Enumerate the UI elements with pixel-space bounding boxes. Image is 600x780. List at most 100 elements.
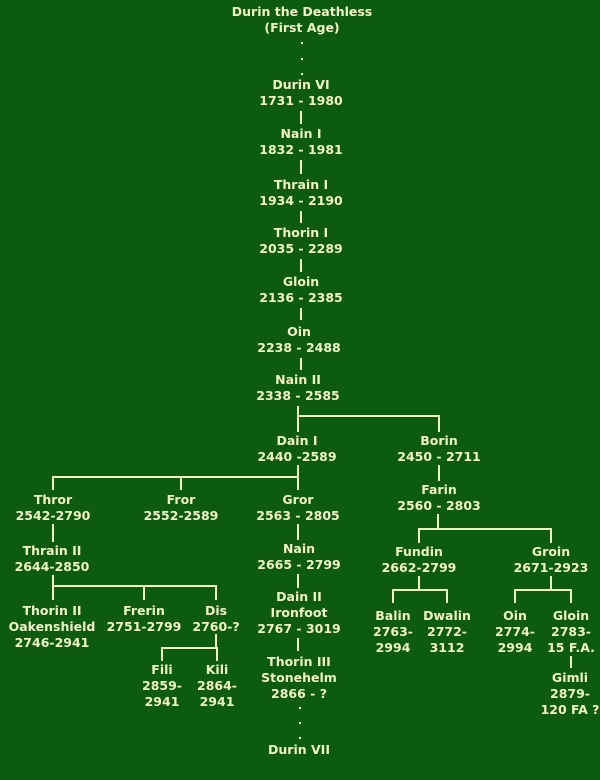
node-name: Farin: [421, 482, 457, 497]
node-dates: 2662-2799: [381, 560, 457, 575]
node-nain: Nain 2665 - 2799: [257, 541, 340, 573]
node-name: Gimli: [551, 670, 589, 685]
node-dates: 2767 - 3019: [257, 621, 341, 636]
connector-line: [300, 308, 302, 320]
node-thror: Thror 2542-2790: [16, 492, 91, 524]
node-name: Borin: [420, 433, 458, 448]
node-name: Fili: [151, 662, 173, 677]
node-dates: 2866 - ?: [271, 686, 327, 701]
node-dates: 2941: [144, 694, 180, 709]
node-dates: 2746-2941: [14, 635, 90, 650]
node-name: Fundin: [395, 544, 443, 559]
node-name: Frerin: [123, 603, 165, 618]
connector-line: [300, 259, 302, 272]
ellipsis-dot: [301, 58, 303, 60]
node-gror: Gror 2563 - 2805: [256, 492, 339, 524]
connector-line: [570, 656, 572, 668]
connector-line: [438, 465, 440, 481]
node-dates: (First Age): [264, 20, 340, 35]
node-dain-ii: Dain II Ironfoot 2767 - 3019: [257, 589, 340, 637]
connector-line: [514, 589, 572, 591]
connector-line: [300, 358, 302, 370]
node-dates: 2774-: [495, 624, 535, 639]
node-dates: 2859-: [142, 678, 182, 693]
node-thrain-i: Thrain I 1934 - 2190: [259, 177, 342, 209]
node-dates: 2552-2589: [143, 508, 219, 523]
connector-line: [297, 638, 299, 651]
connector-line: [143, 585, 145, 600]
node-name: Nain: [282, 541, 316, 556]
connector-line: [437, 514, 439, 530]
node-name: Nain II: [275, 372, 321, 387]
node-epithet: Ironfoot: [270, 605, 328, 620]
connector-line: [52, 476, 299, 478]
node-farin: Farin 2560 - 2803: [397, 482, 480, 514]
node-name: Durin the Deathless: [231, 4, 373, 19]
node-name: Dis: [204, 603, 228, 618]
node-name: Oin: [503, 608, 527, 623]
connector-line: [52, 585, 217, 587]
node-dates: 1934 - 2190: [259, 193, 343, 208]
node-name: Durin VI: [272, 77, 330, 92]
connector-line: [300, 160, 302, 174]
connector-line: [446, 589, 448, 603]
node-name: Thrain I: [273, 177, 329, 192]
connector-line: [300, 111, 302, 124]
node-name: Thror: [33, 492, 73, 507]
node-fili: Fili 2859- 2941: [142, 662, 182, 710]
node-dates: 2864-: [197, 678, 237, 693]
connector-line: [392, 589, 448, 591]
connector-line: [392, 589, 394, 603]
node-name: Nain I: [280, 126, 322, 141]
node-fror: Fror 2552-2589: [144, 492, 219, 524]
connector-line: [550, 576, 552, 591]
node-dates: 2665 - 2799: [257, 557, 341, 572]
connector-line: [297, 415, 440, 417]
connector-line: [215, 634, 217, 649]
node-name: Dain II: [276, 589, 322, 604]
connector-line: [438, 415, 440, 432]
node-dwalin: Dwalin 2772- 3112: [423, 608, 471, 656]
node-durin-vii: Durin VII: [268, 742, 330, 758]
node-dates: 2560 - 2803: [397, 498, 481, 513]
node-name: Thrain II: [22, 543, 82, 558]
connector-line: [550, 528, 552, 543]
node-dates: 2563 - 2805: [256, 508, 340, 523]
node-dates: 2136 - 2385: [259, 290, 343, 305]
connector-line: [300, 211, 302, 223]
connector-line: [418, 528, 420, 543]
connector-line: [418, 528, 552, 530]
node-dates: 2783-: [551, 624, 591, 639]
node-nain-i: Nain I 1832 - 1981: [259, 126, 342, 158]
node-name: Gloin: [552, 608, 590, 623]
node-dates: 2760-?: [192, 619, 240, 634]
connector-line: [52, 476, 54, 490]
node-dates: 2751-2799: [106, 619, 182, 634]
node-dates: 1731 - 1980: [259, 93, 343, 108]
node-name: Oin: [287, 324, 311, 339]
node-name: Dain I: [276, 433, 318, 448]
connector-line: [297, 406, 299, 432]
connector-line: [418, 576, 420, 591]
ellipsis-dot: [301, 73, 303, 75]
node-kili: Kili 2864- 2941: [197, 662, 237, 710]
node-gimli: Gimli 2879- 120 FA ?: [541, 670, 600, 718]
node-name: Kili: [205, 662, 229, 677]
ellipsis-dot: [299, 707, 301, 709]
node-dates: 120 FA ?: [540, 702, 600, 717]
node-dates: 2440 -2589: [257, 449, 337, 464]
node-name: Thorin II: [22, 603, 82, 618]
node-dates: 2879-: [550, 686, 590, 701]
node-dates: 2338 - 2585: [256, 388, 340, 403]
node-dates: 2763-: [373, 624, 413, 639]
node-epithet: Stonehelm: [261, 670, 337, 685]
connector-line: [161, 647, 218, 649]
connector-line: [180, 476, 182, 490]
node-durin-vi: Durin VI 1731 - 1980: [259, 77, 342, 109]
node-dates: 2941: [199, 694, 235, 709]
connector-line: [514, 589, 516, 603]
node-dates: 15 F.A.: [547, 640, 595, 655]
node-dates: 2994: [375, 640, 411, 655]
node-oin-elder: Oin 2238 - 2488: [257, 324, 340, 356]
